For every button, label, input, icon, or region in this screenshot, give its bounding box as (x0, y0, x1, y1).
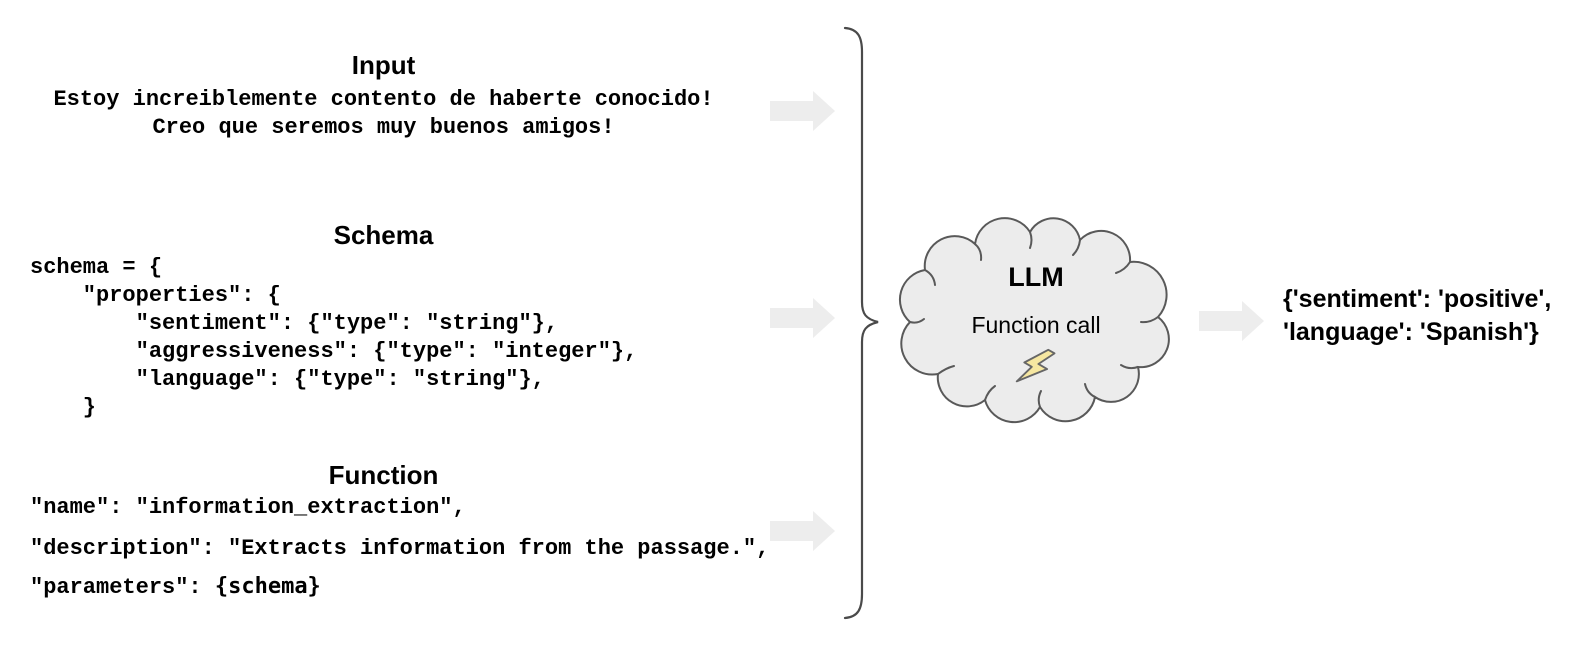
lightning-bolt-icon (1015, 348, 1056, 383)
function-section-title: Function (328, 460, 439, 490)
arrow-schema-icon (770, 298, 835, 338)
input-text: Estoy increiblemente contento de haberte… (53, 87, 714, 140)
llm-subtitle: Function call (971, 312, 1101, 338)
function-description-line: "description": "Extracts information fro… (30, 536, 770, 561)
function-parameters-line: "parameters": {schema} (30, 573, 321, 601)
arrow-output-icon (1199, 301, 1264, 341)
function-parameters-value: {schema} (214, 574, 321, 599)
llm-title: LLM (1008, 262, 1064, 292)
schema-section-title: Schema (333, 220, 434, 250)
schema-code: schema = { "properties": { "sentiment": … (30, 255, 638, 420)
arrow-input-icon (770, 91, 835, 131)
function-parameters-label: "parameters": (30, 575, 215, 600)
arrow-function-icon (770, 511, 835, 551)
curly-brace-icon (843, 26, 879, 620)
cloud-notches (909, 231, 1159, 408)
function-name-line: "name": "information_extraction", (30, 495, 466, 520)
output-text: {'sentiment': 'positive', 'language': 'S… (1283, 285, 1552, 346)
input-section-title: Input (351, 50, 416, 80)
llm-cloud (898, 217, 1170, 424)
